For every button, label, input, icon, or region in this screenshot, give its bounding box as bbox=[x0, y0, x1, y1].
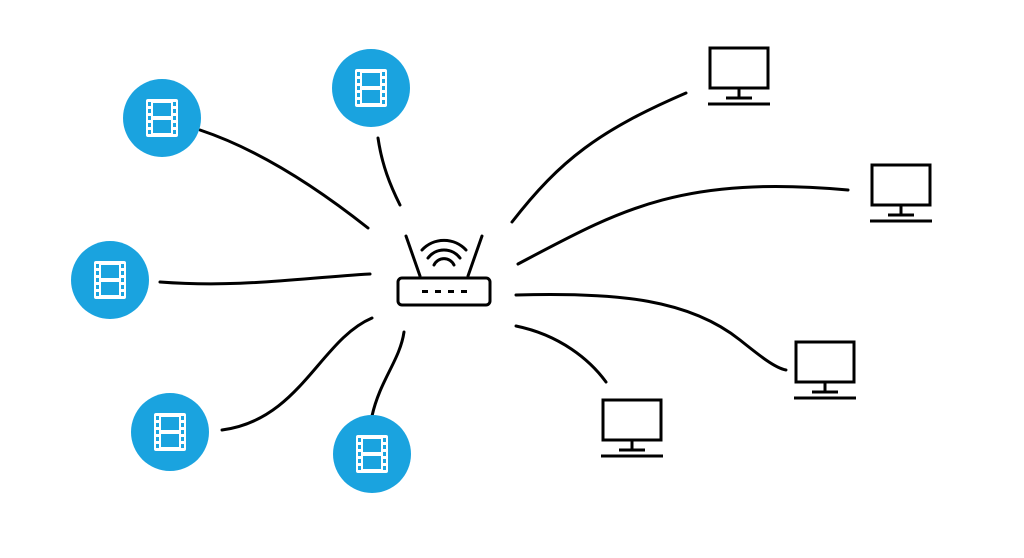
media-node bbox=[71, 241, 149, 319]
media-node bbox=[333, 415, 411, 493]
link-computer-4 bbox=[514, 324, 608, 384]
link-computer-3 bbox=[514, 292, 788, 372]
monitor-icon bbox=[599, 398, 665, 458]
film-strip-icon bbox=[356, 435, 388, 473]
monitor-icon bbox=[706, 46, 772, 106]
link-media-5 bbox=[370, 330, 406, 418]
link-computer-2 bbox=[516, 185, 850, 266]
media-node bbox=[131, 393, 209, 471]
film-strip-icon bbox=[146, 99, 178, 137]
link-media-4 bbox=[220, 316, 374, 432]
monitor-icon bbox=[792, 340, 858, 400]
monitor-icon bbox=[868, 163, 934, 223]
wifi-router-icon bbox=[396, 234, 492, 307]
film-strip-icon bbox=[154, 413, 186, 451]
film-strip-icon bbox=[355, 69, 387, 107]
link-media-1 bbox=[198, 128, 370, 230]
link-media-3 bbox=[158, 272, 372, 286]
link-computer-1 bbox=[510, 91, 688, 224]
film-strip-icon bbox=[94, 261, 126, 299]
link-media-2 bbox=[376, 136, 402, 207]
media-node bbox=[123, 79, 201, 157]
media-node bbox=[332, 49, 410, 127]
